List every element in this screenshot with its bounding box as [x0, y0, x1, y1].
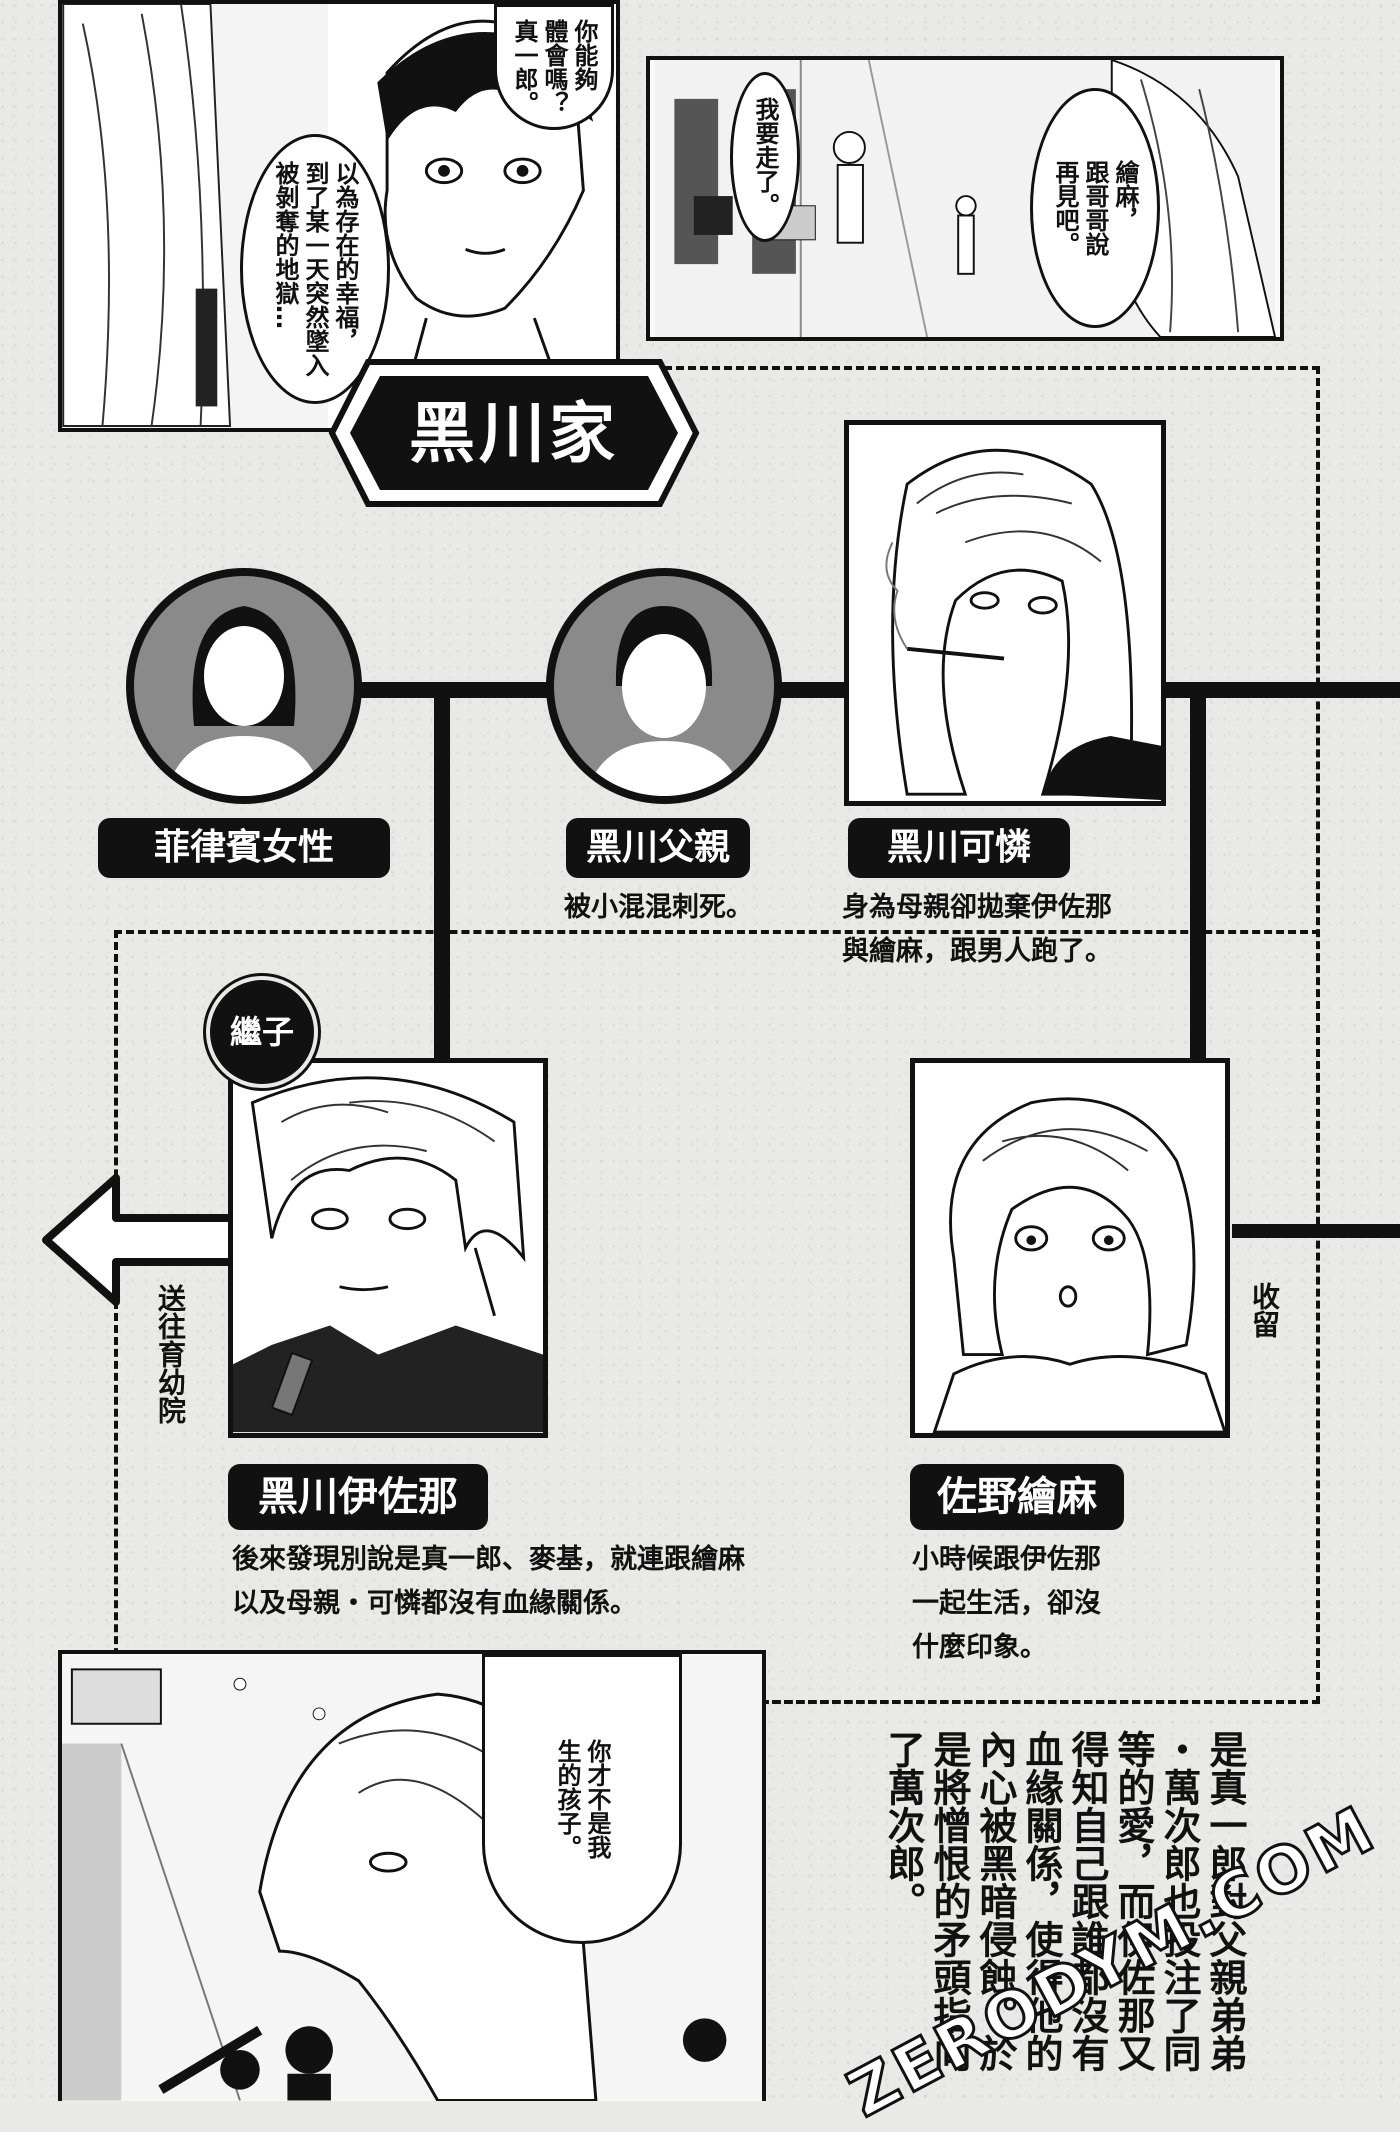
- page-title: 黑川家: [409, 394, 619, 472]
- panel-bottom-left: 你才不是我 生的孩子。: [58, 1650, 766, 2101]
- title-badge: 黑川家: [328, 358, 700, 508]
- connector-emma: [1190, 682, 1206, 1062]
- panel-top-left: 你能夠 體會嗎？ 真一郎。 以為存在的幸福， 到了某一天突然墜入 被剝奪的地獄…: [58, 0, 620, 432]
- connector-out-right: [1232, 1224, 1400, 1238]
- portrait-izana-art: [233, 1063, 543, 1433]
- portrait-emma: [910, 1058, 1230, 1438]
- speech-bubble: 你能夠 體會嗎？ 真一郎。: [494, 4, 614, 130]
- speech-bubble: 以為存在的幸福， 到了某一天突然墜入 被剝奪的地獄…: [240, 134, 390, 404]
- name-label-father: 黑川父親: [566, 818, 750, 878]
- avatar: [126, 568, 362, 804]
- desc-emma: 小時候跟伊佐那 一起生活，卻沒 什麼印象。: [912, 1544, 1101, 1663]
- bubble-text: 繪麻， 跟哥哥說 再見吧。: [1051, 160, 1139, 256]
- avatar: [546, 568, 782, 804]
- name-label-emma: 佐野繪麻: [910, 1464, 1124, 1530]
- portrait-karen: [844, 420, 1166, 806]
- arrow-label-taken-in: 收留: [1248, 1282, 1281, 1338]
- name-label-karen: 黑川可憐: [848, 818, 1070, 878]
- portrait-karen-art: [849, 425, 1161, 801]
- panel-top-left-art: [62, 4, 615, 428]
- speech-bubble: 繪麻， 跟哥哥說 再見吧。: [1030, 88, 1160, 328]
- name-label-izana: 黑川伊佐那: [228, 1464, 488, 1530]
- arrow-label-orphanage: 送往育幼院: [154, 1284, 187, 1424]
- panel-top-right: 我要走了。 繪麻， 跟哥哥說 再見吧。: [646, 56, 1284, 341]
- arrow-left-icon: [42, 1174, 238, 1306]
- bubble-text: 你能夠 體會嗎？ 真一郎。: [510, 19, 598, 115]
- speech-bubble: 我要走了。: [730, 72, 800, 242]
- desc-izana: 後來發現別說是真一郎、麥基，就連跟繪麻 以及母親・可憐都沒有血緣關係。: [232, 1544, 745, 1619]
- connector-izana: [434, 682, 450, 1062]
- speech-bubble: 你才不是我 生的孩子。: [482, 1654, 682, 1944]
- desc-father: 被小混混刺死。: [564, 892, 753, 923]
- portrait-emma-art: [915, 1063, 1225, 1433]
- portrait-izana: [228, 1058, 548, 1438]
- stepchild-badge: 繼子: [206, 976, 318, 1088]
- bubble-text: 以為存在的幸福， 到了某一天突然墜入 被剝奪的地獄…: [271, 161, 359, 377]
- bubble-text: 我要走了。: [751, 97, 779, 217]
- narration-text: 是真一郎對父親弟弟 ・萬次郎也投注了同 等的愛，而伊佐那又 得知自己跟誰都沒有 …: [881, 1730, 1247, 2072]
- name-label-filipino-woman: 菲律賓女性: [98, 818, 390, 878]
- bubble-text: 你才不是我 生的孩子。: [553, 1739, 611, 1859]
- desc-karen: 身為母親卻拋棄伊佐那 與繪麻，跟男人跑了。: [842, 892, 1112, 967]
